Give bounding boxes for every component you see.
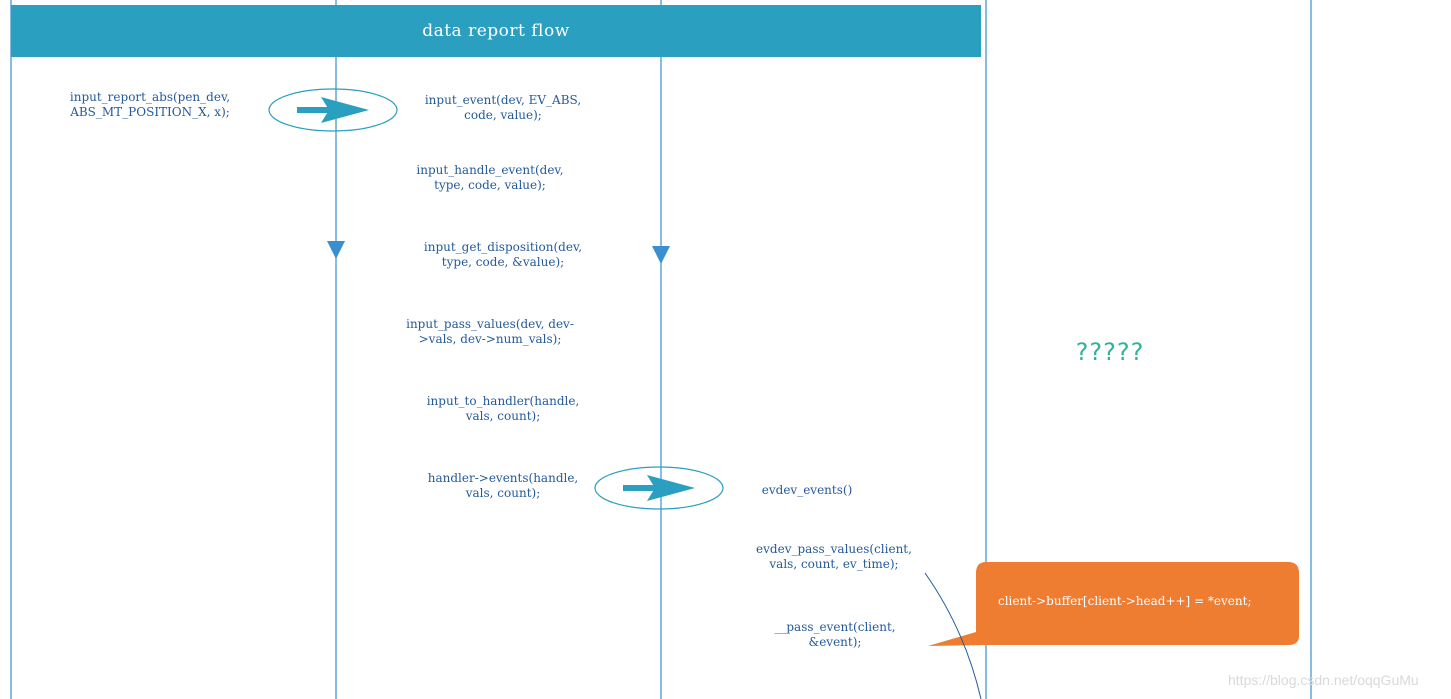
step-evdev-pass-values: evdev_pass_values(client, vals, count, e…	[756, 542, 912, 571]
down-arrow-lane-1	[327, 241, 345, 259]
step-input-event: input_event(dev, EV_ABS, code, value);	[424, 93, 582, 122]
diagram-title: data report flow	[11, 5, 981, 57]
callout-text: client->buffer[client->head++] = *event;	[998, 594, 1252, 608]
callout-shape	[928, 562, 1299, 646]
step-evdev-events: evdev_events()	[761, 483, 853, 497]
step-input-to-handler: input_to_handler(handle, vals, count);	[426, 394, 580, 423]
step-pass-event: __pass_event(client, &event);	[774, 620, 896, 649]
right-arrow-icon	[623, 475, 695, 501]
right-arrow-icon	[297, 97, 369, 123]
side-panel-label: ?????	[1075, 338, 1145, 366]
down-arrow-lane-2	[652, 246, 670, 264]
step-input-pass-values: input_pass_values(dev, dev- >vals, dev->…	[406, 317, 574, 346]
step-input-report-abs: input_report_abs(pen_dev, ABS_MT_POSITIO…	[69, 90, 231, 119]
step-input-get-disposition: input_get_disposition(dev, type, code, &…	[423, 240, 583, 269]
transition-ellipse-1	[268, 88, 398, 132]
connector-curve	[924, 572, 982, 699]
step-handler-events: handler->events(handle, vals, count);	[427, 471, 579, 500]
watermark: https://blog.csdn.net/oqqGuMu	[1228, 672, 1419, 688]
transition-ellipse-2	[594, 466, 724, 510]
step-input-handle-event: input_handle_event(dev, type, code, valu…	[416, 163, 564, 192]
